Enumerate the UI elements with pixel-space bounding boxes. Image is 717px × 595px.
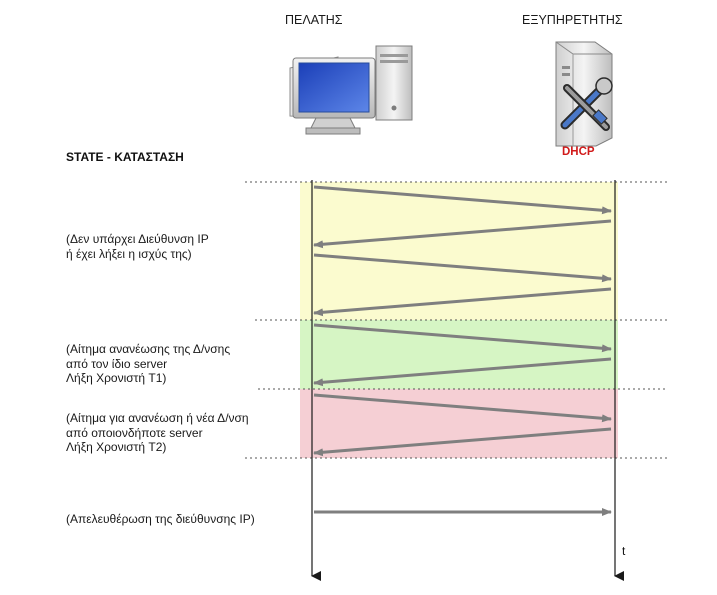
client-label: ΠΕΛΑΤΗΣ — [285, 13, 343, 27]
server-to-client-arrow-2-2 — [313, 357, 612, 387]
state-3-line-1: (Αίτημα για ανανέωση ή νέα Δ/νση — [66, 411, 249, 425]
client-to-server-arrow-1-3 — [313, 253, 612, 283]
state-title: STATE - ΚΑΤΑΣΤΑΣΗ — [66, 150, 184, 164]
client-to-server-arrow-2-1 — [313, 323, 612, 353]
state-band-3 — [300, 389, 618, 458]
state-description-2: (Αίτημα ανανέωσης της Δ/νσης από τον ίδι… — [66, 342, 230, 386]
state-band-2 — [300, 320, 618, 389]
dhcp-badge: DHCP — [562, 146, 595, 158]
state-description-4: (Απελευθέρωση της διεύθυνσης IP) — [66, 512, 255, 527]
server-to-client-arrow-1-2 — [313, 219, 612, 249]
state-separators — [245, 181, 668, 459]
server-tools-icon — [555, 41, 613, 147]
state-bands — [300, 182, 618, 458]
message-arrows — [313, 185, 612, 516]
state-3-line-2: από οποιονδήποτε server — [66, 425, 203, 440]
timelines — [311, 180, 624, 581]
state-band-1 — [300, 182, 618, 320]
state-1-line-1: (Δεν υπάρχει Διεύθυνση IP — [66, 232, 209, 246]
client-to-server-arrow-3-1 — [313, 393, 612, 423]
server-to-client-arrow-3-2 — [313, 427, 612, 457]
state-2-line-2: από τον ίδιο server — [66, 356, 168, 371]
state-description-3: (Αίτημα για ανανέωση ή νέα Δ/νση από οπο… — [66, 411, 249, 455]
state-4-line-1: (Απελευθέρωση της διεύθυνσης IP) — [66, 512, 255, 526]
screwdriver-icon — [563, 84, 610, 131]
server-label: ΕΞΥΠΗΡΕΤΗΤΗΣ — [522, 13, 623, 27]
time-axis-label: t — [622, 544, 626, 558]
state-description-1: (Δεν υπάρχει Διεύθυνση IP ή έχει λήξει η… — [66, 232, 209, 261]
desktop-computer-icon — [289, 45, 413, 135]
state-2-line-1: (Αίτημα ανανέωσης της Δ/νσης — [66, 342, 231, 356]
client-to-server-arrow-1-1 — [313, 185, 612, 215]
server-to-client-arrow-1-4 — [313, 287, 612, 317]
state-2-line-3: Λήξη Χρονιστή T1) — [66, 371, 167, 385]
state-3-line-3: Λήξη Χρονιστή T2) — [66, 440, 167, 454]
state-1-line-2: ή έχει λήξει η ισχύς της) — [66, 246, 192, 261]
